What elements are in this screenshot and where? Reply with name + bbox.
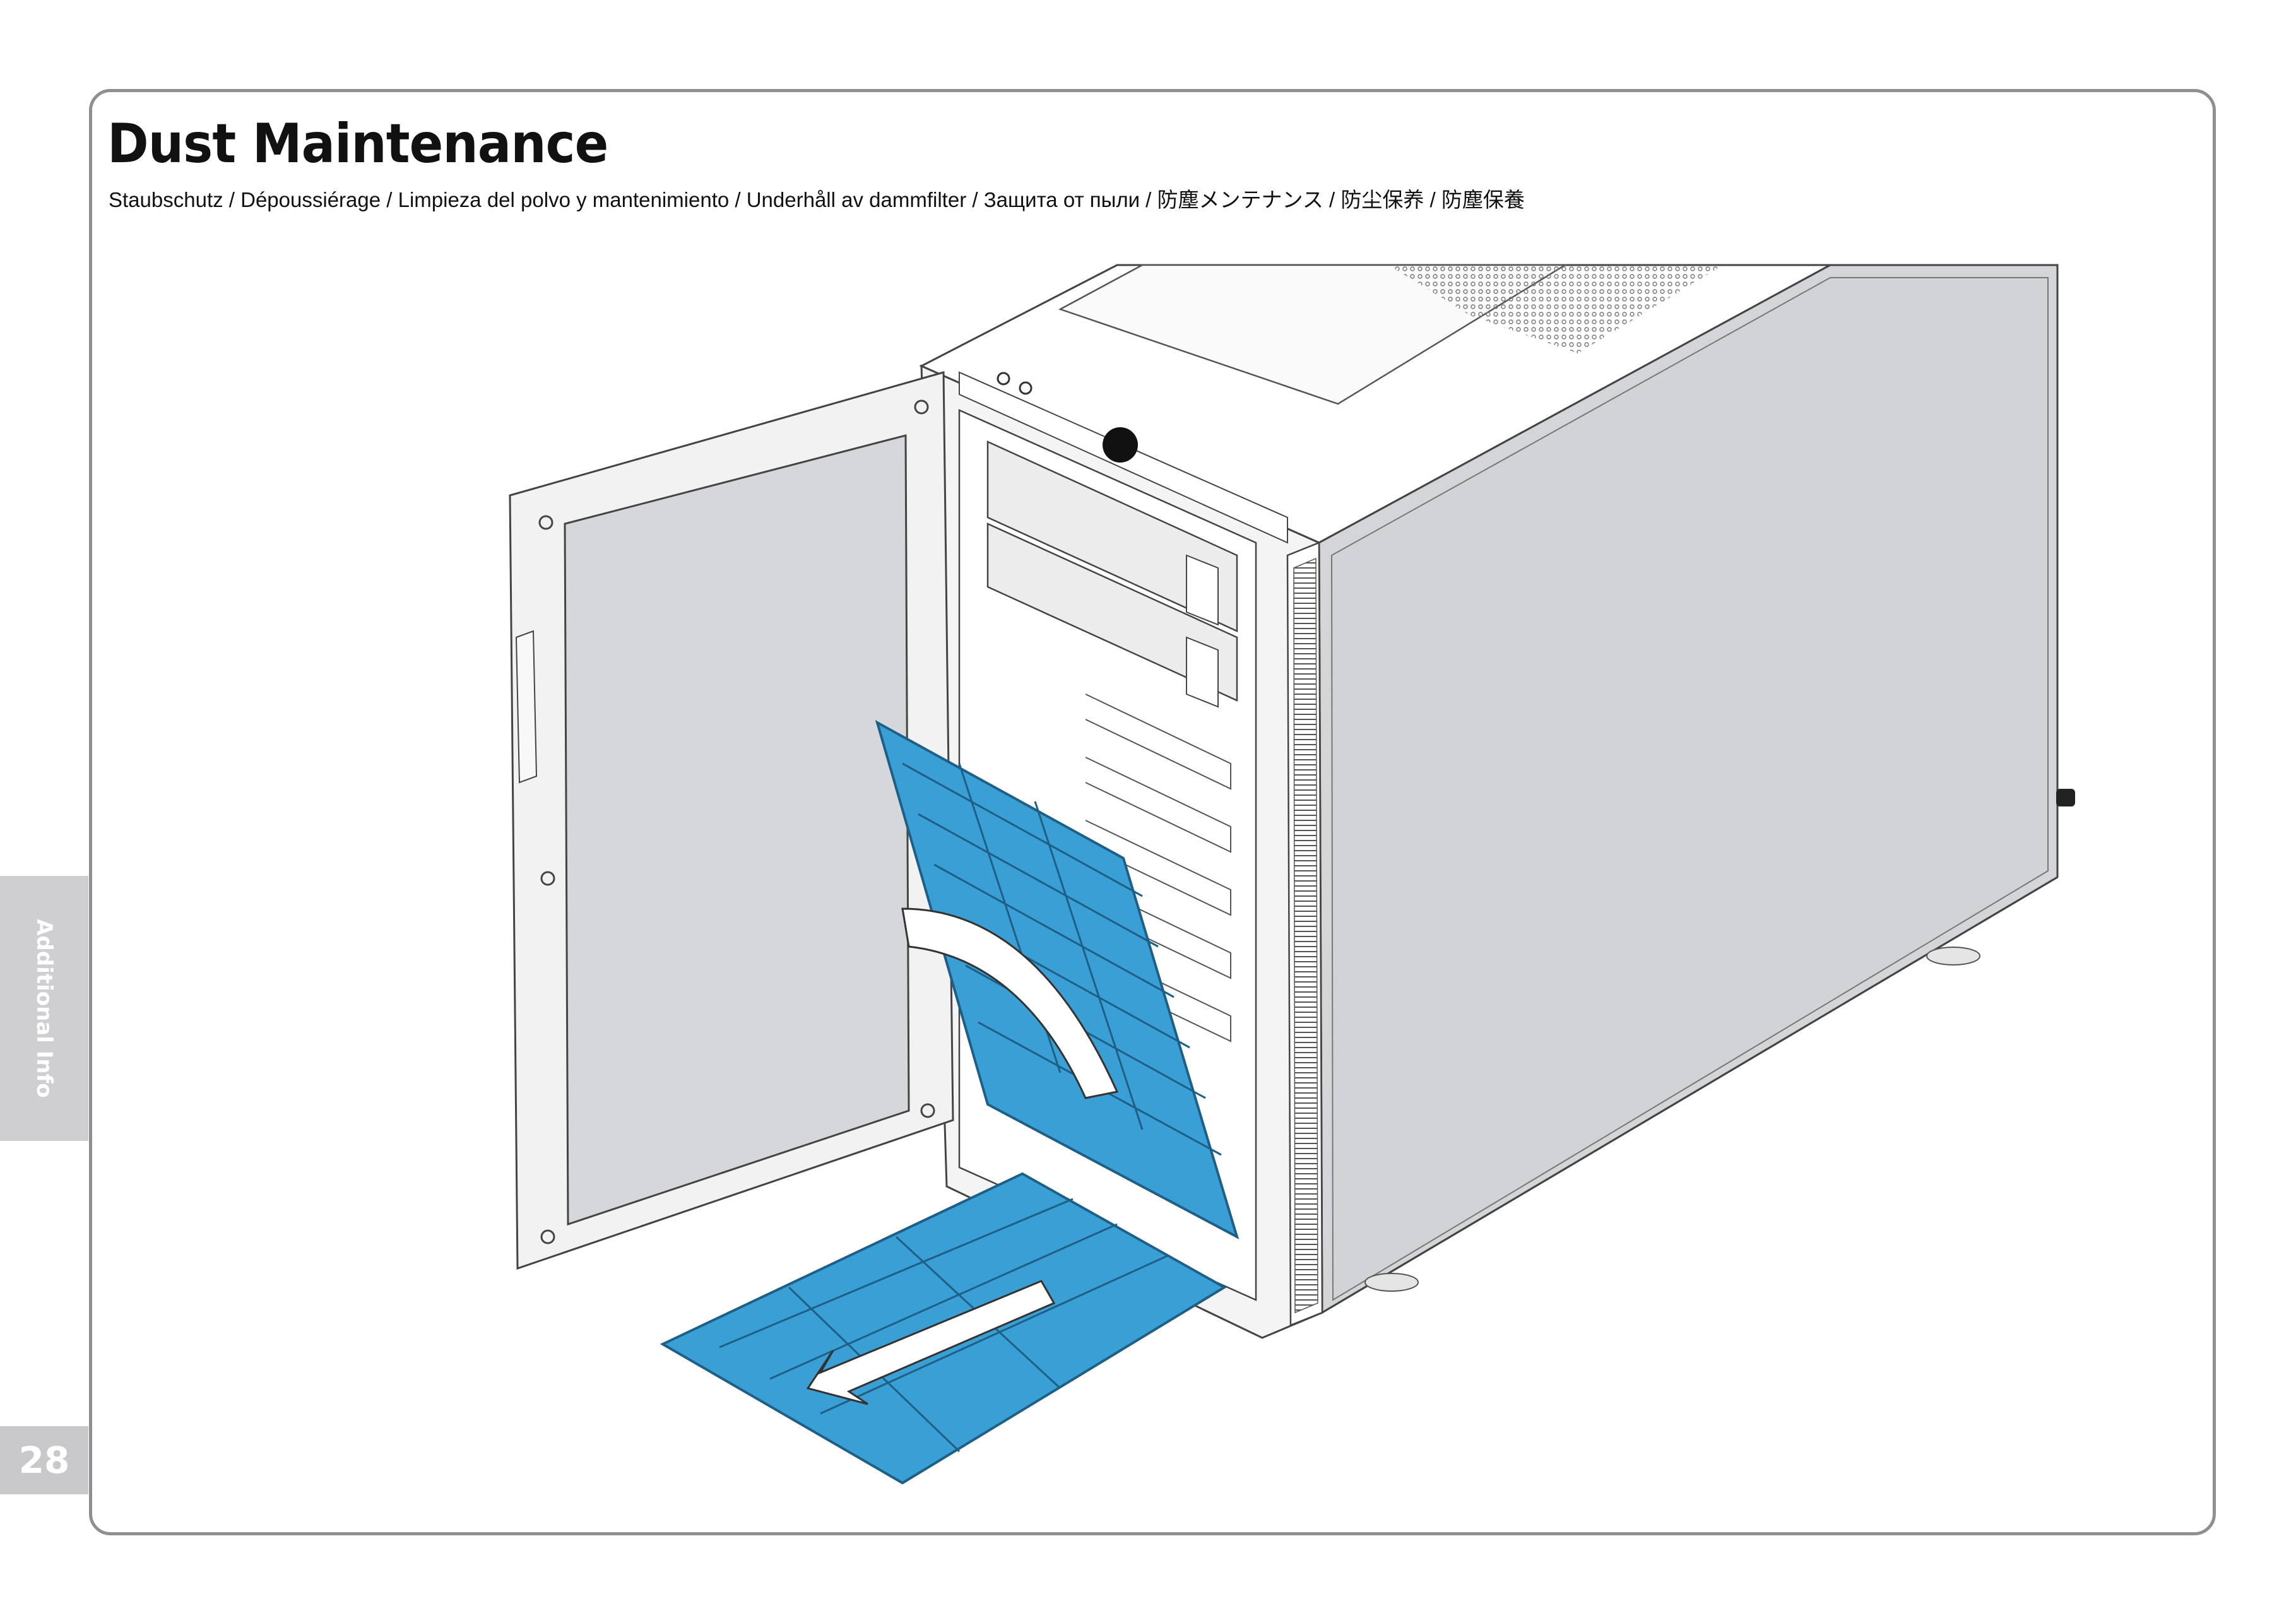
bottom-dust-filter bbox=[660, 1172, 1227, 1485]
thumbscrew-icon bbox=[2056, 789, 2075, 806]
power-button-icon bbox=[1103, 427, 1138, 463]
case-front-door bbox=[509, 371, 954, 1270]
section-tab: Additional Info bbox=[0, 876, 88, 1141]
case-side-panel bbox=[1318, 264, 2075, 1314]
pull-out-arrow-icon bbox=[806, 1280, 1056, 1405]
page-subtitle: Staubschutz / Dépoussiérage / Limpieza d… bbox=[109, 188, 1525, 211]
swing-arrow-icon bbox=[901, 907, 1119, 1099]
page-title: Dust Maintenance bbox=[107, 112, 608, 175]
case-top-panel bbox=[919, 264, 1831, 544]
front-dust-filter bbox=[875, 719, 1240, 1240]
page-number: 28 bbox=[0, 1426, 88, 1494]
